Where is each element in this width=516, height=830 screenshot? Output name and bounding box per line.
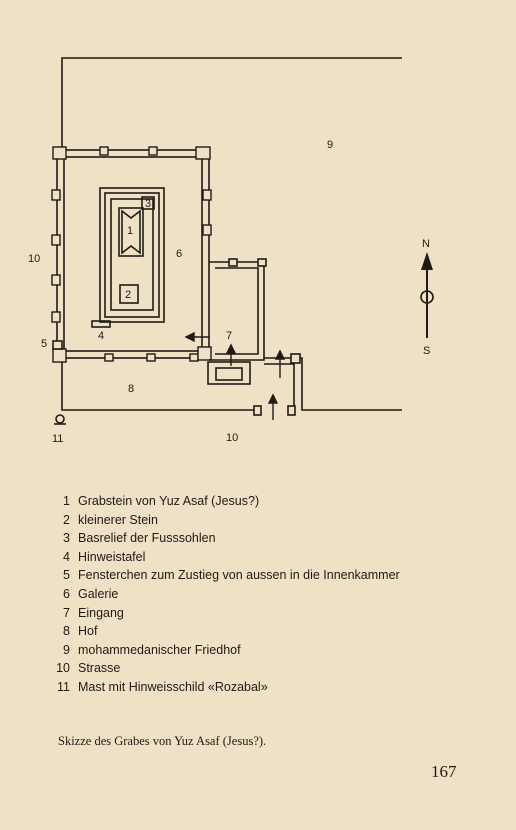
figure-caption: Skizze des Grabes von Yuz Asaf (Jesus?).	[58, 734, 267, 748]
info-board	[91, 320, 111, 328]
legend-text: Strasse	[78, 661, 121, 676]
legend-item: 6 Galerie	[50, 585, 490, 604]
legend: 1 Grabstein von Yuz Asaf (Jesus?) 2 kleine…	[50, 492, 490, 697]
legend-text: Hinweistafel	[78, 549, 146, 564]
legend-text: Basrelief der Fusssohlen	[78, 531, 216, 546]
outer-wall-outer	[56, 149, 210, 359]
arrow-into-gallery	[184, 331, 210, 343]
arrow-entrance	[225, 343, 237, 366]
legend-number: 5	[63, 568, 70, 583]
legend-number: 8	[63, 624, 70, 639]
gate-post	[253, 405, 262, 416]
legend-number: 4	[63, 549, 70, 564]
legend-text: Grabstein von Yuz Asaf (Jesus?)	[78, 494, 260, 508]
legend-item: 9 mohammedanischer Friedhof	[50, 641, 490, 660]
smaller-stone	[119, 284, 139, 304]
legend-number: 3	[63, 531, 70, 546]
legend-number: 9	[63, 642, 70, 657]
label-4: 4	[98, 330, 104, 342]
label-11: 11	[52, 433, 63, 445]
label-7: 7	[226, 330, 232, 342]
entrance-step	[215, 367, 243, 381]
label-6: 6	[176, 248, 182, 260]
cemetery-boundary	[61, 57, 402, 155]
extension-pillar	[228, 258, 238, 267]
compass-south-label: S	[423, 345, 430, 357]
legend-number: 11	[57, 679, 70, 694]
gate-post	[290, 353, 301, 364]
label-10-left: 10	[28, 253, 40, 265]
legend-text: Galerie	[78, 586, 119, 601]
outer-wall-inner	[63, 156, 203, 352]
legend-text: Hof	[78, 624, 98, 639]
legend-item: 5 Fensterchen zum Zustieg von aussen in d…	[50, 566, 490, 585]
courtyard-wall	[61, 362, 256, 411]
legend-number: 10	[56, 661, 70, 676]
legend-text: Fensterchen zum Zustieg von aussen in di…	[78, 568, 400, 583]
label-10-bottom: 10	[226, 432, 238, 444]
north-arrow-icon	[421, 252, 433, 270]
label-9: 9	[327, 139, 333, 151]
legend-item: 3 Basrelief der Fusssohlen	[50, 529, 490, 548]
legend-item: 11 Mast mit Hinweisschild «Rozabal»	[50, 678, 490, 697]
label-5: 5	[41, 338, 47, 350]
legend-text: kleinerer Stein	[78, 512, 158, 527]
tombstone-yuz-asaf	[118, 207, 144, 257]
extension-pillar	[257, 258, 267, 267]
legend-item: 4 Hinweistafel	[50, 548, 490, 567]
legend-item: 10 Strasse	[50, 659, 490, 678]
label-2: 2	[125, 289, 131, 301]
inner-chamber-middle	[104, 192, 160, 318]
legend-item: 8 Hof	[50, 622, 490, 641]
wall-window	[52, 340, 63, 350]
entrance-corridor	[264, 357, 402, 411]
label-1: 1	[127, 225, 133, 237]
legend-text: Mast mit Hinweisschild «Rozabal»	[78, 679, 268, 694]
gallery-extension	[209, 261, 265, 361]
legend-number: 2	[63, 512, 70, 527]
footprint-relief	[141, 196, 155, 210]
arrow-corridor	[274, 349, 286, 378]
floor-plan-diagram: 1 2 3 4 5 6 7 8 9 10 10 11 N S	[28, 57, 434, 445]
label-8: 8	[128, 383, 134, 395]
legend-item: 7 Eingang	[50, 604, 490, 623]
page-number: 167	[431, 762, 457, 781]
entrance-porch	[207, 361, 251, 385]
arrow-street	[267, 393, 279, 420]
legend-text: Eingang	[78, 605, 124, 620]
legend-text: mohammedanischer Friedhof	[78, 642, 241, 657]
legend-number: 7	[63, 605, 70, 620]
label-3: 3	[145, 198, 151, 210]
inner-chamber-outer	[99, 187, 165, 323]
legend-number: 1	[63, 494, 70, 508]
legend-item: 1 Grabstein von Yuz Asaf (Jesus?)	[50, 492, 490, 511]
gate-post	[287, 405, 296, 416]
inner-chamber-inner	[110, 198, 154, 311]
mast-sign	[54, 414, 66, 425]
compass-north-label: N	[422, 238, 430, 250]
wall-pillars	[51, 146, 212, 363]
compass	[420, 252, 434, 338]
legend-item: 2 kleinerer Stein	[50, 511, 490, 530]
legend-number: 6	[63, 586, 70, 601]
